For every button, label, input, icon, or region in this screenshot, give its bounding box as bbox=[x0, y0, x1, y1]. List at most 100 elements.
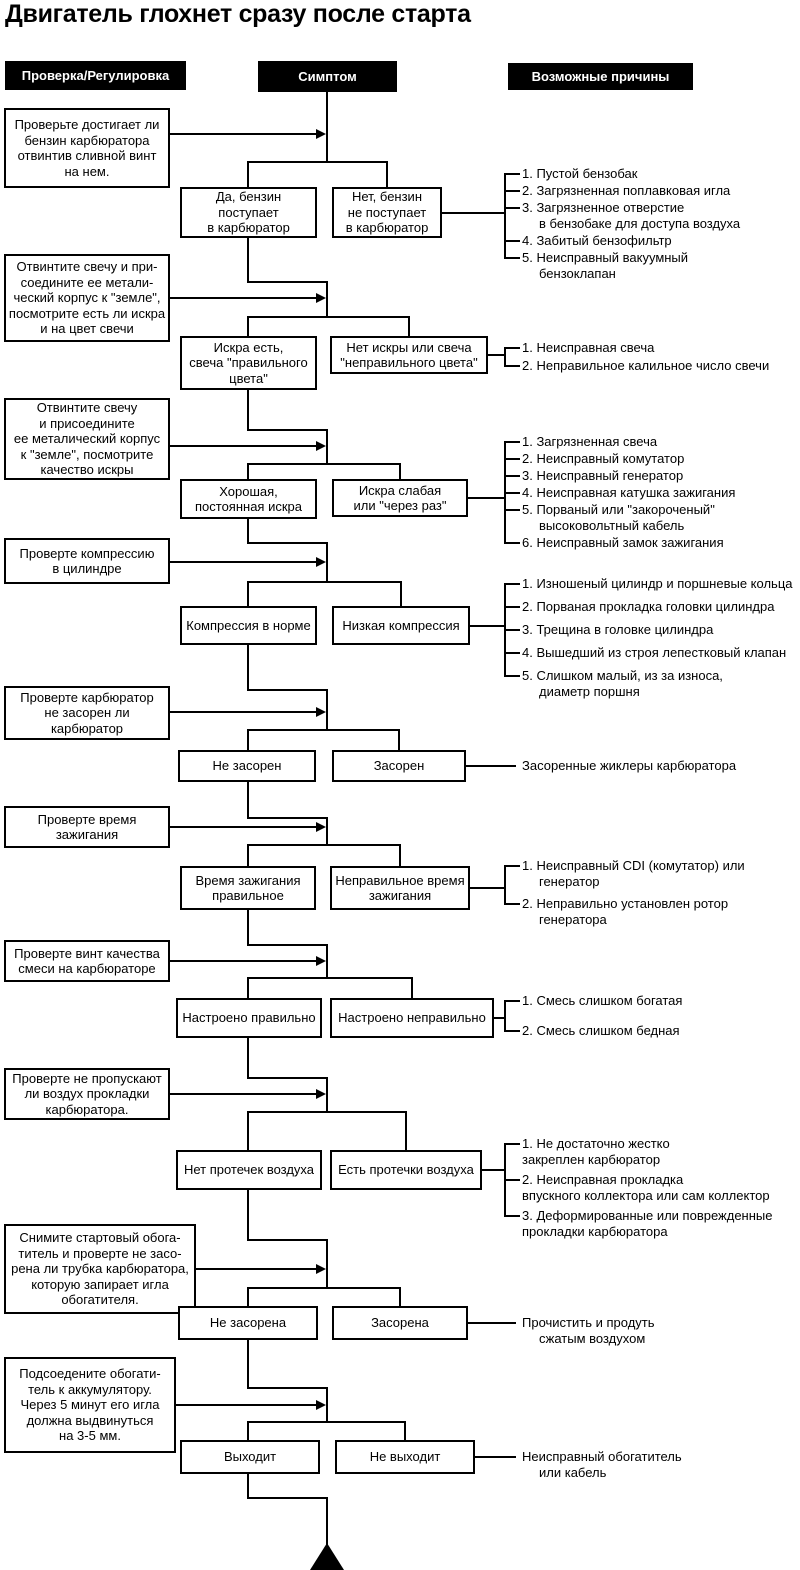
flow-line bbox=[247, 542, 328, 544]
cause-feed-line bbox=[482, 1169, 505, 1171]
check-instruction-box: Проверте компрессию в цилиндре bbox=[4, 538, 170, 584]
cause-item: 5. Порваный или "закороченый" высоковоль… bbox=[522, 502, 715, 533]
cause-tick-line bbox=[505, 542, 520, 544]
cause-item: 1. Не достаточно жестко закреплен карбюр… bbox=[522, 1136, 670, 1167]
cause-tick-line bbox=[505, 903, 520, 905]
symptom-ok-box: Настроено правильно bbox=[176, 998, 322, 1038]
flow-line bbox=[247, 389, 249, 431]
symptom-ok-box: Хорошая, постоянная искра bbox=[180, 479, 317, 519]
symptom-fail-box: Низкая компрессия bbox=[332, 606, 470, 645]
cause-tick-line bbox=[505, 475, 520, 477]
branch-line bbox=[247, 977, 413, 979]
flow-line bbox=[326, 1497, 328, 1546]
symptom-fail-box: Настроено неправильно bbox=[330, 998, 494, 1038]
cause-item: 2. Неисправный комутатор bbox=[522, 451, 685, 466]
cause-tick-line bbox=[505, 365, 520, 367]
branch-line bbox=[247, 1111, 407, 1113]
branch-line bbox=[247, 844, 401, 846]
cause-tick-line bbox=[505, 441, 520, 443]
check-instruction-box: Проверьте достигает ли бензин карбюратор… bbox=[4, 108, 170, 188]
causes-list: Неисправный обогатитель или кабель bbox=[522, 1449, 800, 1481]
symptom-fail-box: Не выходит bbox=[335, 1440, 475, 1474]
cause-tick-line bbox=[505, 865, 520, 867]
symptom-fail-box: Засорен bbox=[332, 750, 466, 782]
cause-feed-line bbox=[470, 887, 505, 889]
check-instruction-box: Проверте время зажигания bbox=[4, 806, 170, 848]
cause-tick-line bbox=[505, 509, 520, 511]
check-arrow-line bbox=[169, 826, 318, 828]
cause-tick-line bbox=[505, 240, 520, 242]
cause-tick-line bbox=[505, 1000, 520, 1002]
symptom-ok-box: Компрессия в норме bbox=[180, 606, 317, 645]
flow-line bbox=[247, 1077, 328, 1079]
cause-feed-line bbox=[494, 1017, 505, 1019]
cause-item: 3. Трещина в головке цилиндра bbox=[522, 622, 714, 637]
check-instruction-box: Проверте винт качества смеси на карбюрат… bbox=[4, 940, 170, 982]
branch-line bbox=[247, 161, 388, 163]
cause-tick-line bbox=[505, 492, 520, 494]
cause-item: 1. Неисправный CDI (комутатор) или генер… bbox=[522, 858, 745, 889]
cause-item: 5. Неисправный вакуумный бензоклапан bbox=[522, 250, 689, 281]
flow-line bbox=[247, 316, 249, 337]
flow-line bbox=[247, 689, 328, 691]
symptom-ok-box: Время зажигания правильное bbox=[180, 866, 316, 910]
flow-line bbox=[247, 161, 249, 188]
cause-tick-line bbox=[505, 207, 520, 209]
flow-line bbox=[247, 1473, 249, 1499]
flow-line bbox=[247, 844, 249, 867]
check-arrow-line bbox=[169, 133, 318, 135]
flow-line bbox=[400, 581, 402, 607]
cause-feed-line bbox=[468, 497, 505, 499]
symptom-spine-line bbox=[326, 1239, 328, 1289]
arrow-right-icon bbox=[316, 707, 326, 717]
check-arrow-line bbox=[169, 1093, 318, 1095]
cause-item: 1. Изношеный цилиндр и поршневые кольца bbox=[522, 576, 793, 591]
cause-feed-line bbox=[475, 1456, 516, 1458]
cause-item: 5. Слишком малый, из за износа, диаметр … bbox=[522, 668, 723, 699]
flow-line bbox=[398, 729, 400, 751]
branch-line bbox=[247, 581, 402, 583]
cause-item: 1. Неисправная свеча bbox=[522, 340, 655, 355]
flow-line bbox=[247, 1239, 328, 1241]
check-instruction-box: Проверте не пропускают ли воздух проклад… bbox=[4, 1068, 170, 1120]
causes-list: Прочистить и продуть сжатым воздухом bbox=[522, 1315, 800, 1347]
cause-tick-line bbox=[505, 173, 520, 175]
flow-line bbox=[247, 977, 249, 999]
column-header-check: Проверка/Регулировка bbox=[5, 61, 186, 90]
flow-line bbox=[411, 977, 413, 999]
check-instruction-box: Проверте карбюратор не засорен ли карбюр… bbox=[4, 686, 170, 740]
column-header-symptom: Симптом bbox=[258, 61, 397, 92]
cause-tick-line bbox=[505, 629, 520, 631]
symptom-spine-line bbox=[326, 1387, 328, 1423]
symptom-ok-box: Нет протечек воздуха bbox=[176, 1150, 322, 1190]
branch-line bbox=[247, 463, 401, 465]
page-title: Двигатель глохнет сразу после старта bbox=[5, 0, 471, 28]
flow-line bbox=[247, 581, 249, 607]
cause-item: 2. Загрязненная поплавковая игла bbox=[522, 183, 731, 198]
flow-line bbox=[399, 844, 401, 867]
cause-tick-line bbox=[505, 1143, 520, 1145]
cause-item: 4. Забитый бензофильтр bbox=[522, 233, 672, 248]
flow-line bbox=[404, 1421, 406, 1441]
symptom-fail-box: Нет, бензин не поступает в карбюратор bbox=[332, 187, 442, 238]
branch-line bbox=[247, 729, 400, 731]
cause-feed-line bbox=[470, 624, 505, 627]
cause-bracket-line bbox=[504, 865, 506, 905]
cause-bracket-line bbox=[504, 1143, 506, 1217]
symptom-ok-box: Не засорена bbox=[178, 1306, 318, 1340]
check-instruction-box: Снимите стартовый обога- титель и провер… bbox=[4, 1224, 196, 1314]
flow-line bbox=[247, 781, 249, 819]
cause-tick-line bbox=[505, 257, 520, 259]
cause-item: 2. Неисправная прокладка впускного колле… bbox=[522, 1172, 770, 1203]
check-instruction-box: Отвинтите свечу и присоедините ее метали… bbox=[4, 398, 170, 480]
check-arrow-line bbox=[169, 297, 318, 299]
flow-line bbox=[247, 429, 328, 431]
cause-tick-line bbox=[505, 583, 520, 585]
cause-tick-line bbox=[505, 1179, 520, 1181]
